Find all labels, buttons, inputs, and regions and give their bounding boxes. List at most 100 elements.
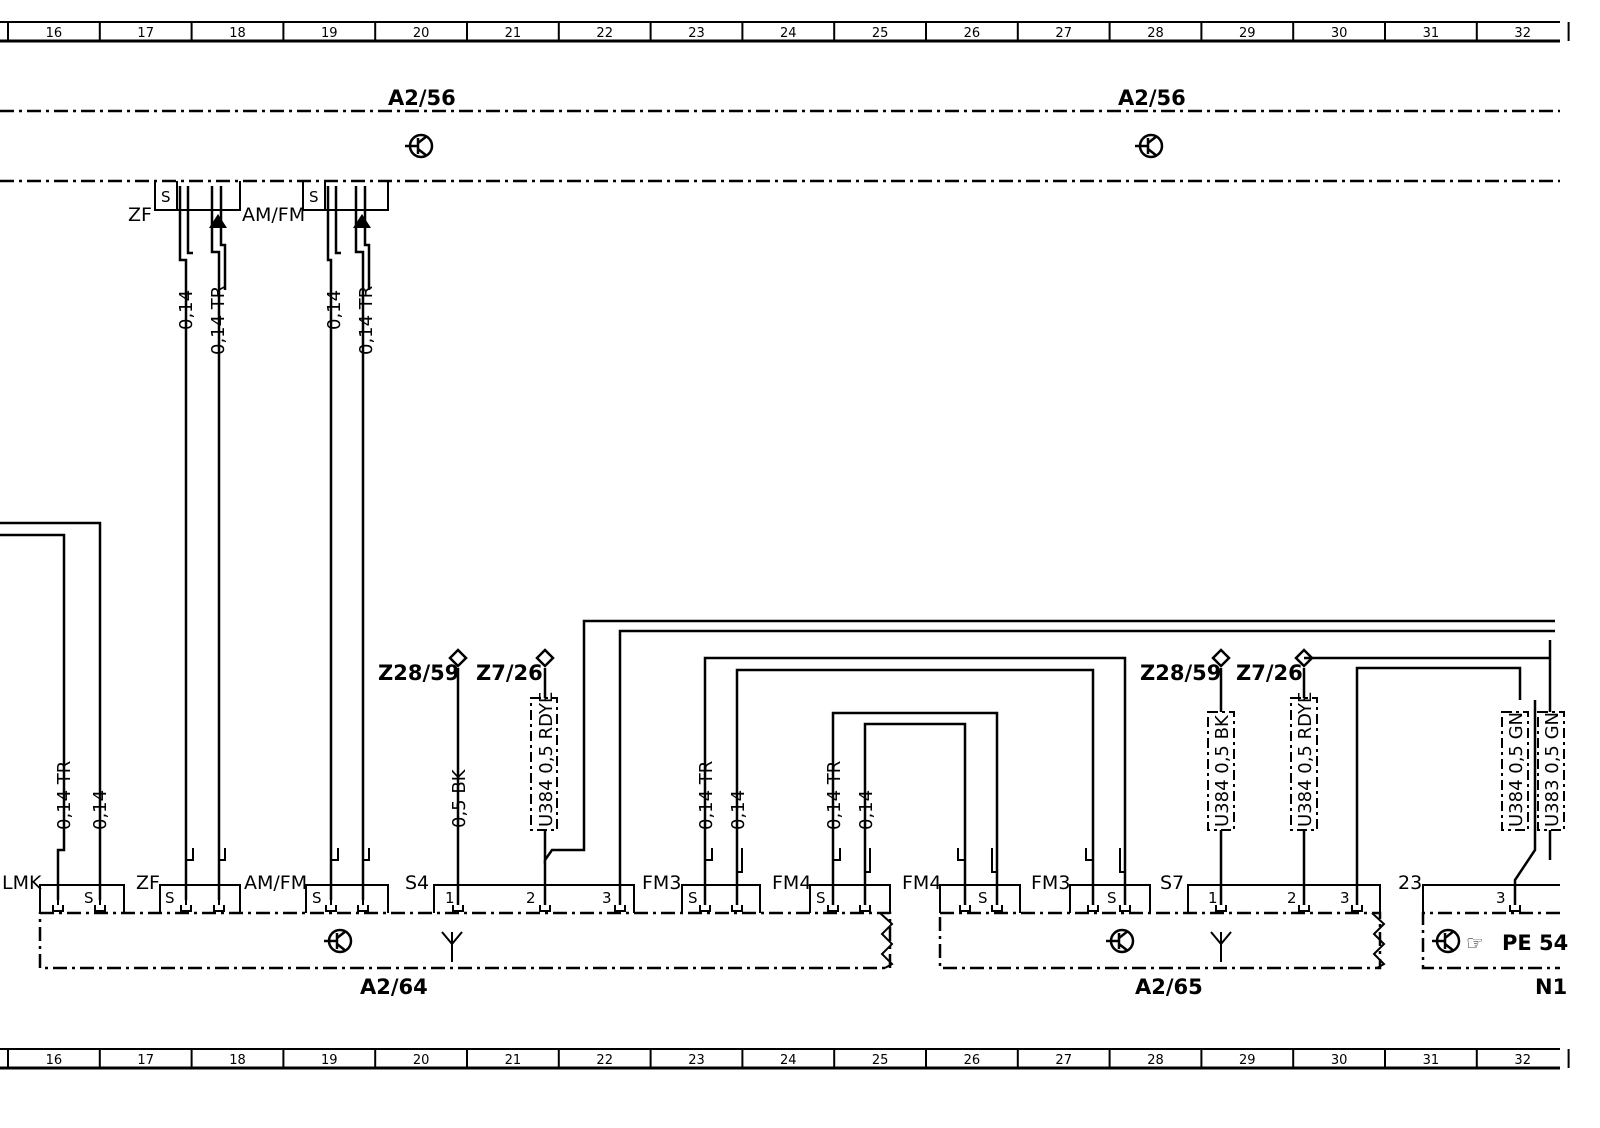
left-wires <box>0 521 102 900</box>
a264-fm3-w1: 0,14 TR <box>696 761 717 830</box>
unit-n1: 23 3 N1 ☞ PE 54 <box>1398 872 1568 999</box>
a264-fm4-w2: 0,14 <box>856 790 877 830</box>
a264-shield-lmk: S <box>84 889 94 907</box>
a264-wires <box>456 619 1555 905</box>
a264-conn-amfm: AM/FM <box>244 872 307 894</box>
antenna-icon <box>1210 931 1232 962</box>
a264-gnd-b: Z7/26 <box>476 661 543 685</box>
pin-terminal <box>1119 905 1131 912</box>
pin-terminal <box>1215 905 1227 912</box>
a264-wire-u384: U384 0,5 RDYE <box>536 692 557 827</box>
a264-label: A2/64 <box>360 975 428 999</box>
a265-pin-1: 1 <box>1208 889 1218 907</box>
grid-column-number: 17 <box>137 1053 154 1068</box>
a264-wire-bk: 0,5 BK <box>449 768 470 828</box>
grid-column-number: 28 <box>1147 1053 1164 1068</box>
a264-gnd-a: Z28/59 <box>378 661 459 685</box>
grid-column-number: 18 <box>229 1053 246 1068</box>
top-wire-1-label: 0,14 <box>176 290 197 330</box>
transistor-icon <box>324 928 353 954</box>
grid-column-number: 30 <box>1331 1053 1348 1068</box>
left-wire-1-label: 0,14 TR <box>54 761 75 830</box>
a264-conn-lmk: LMK <box>2 872 42 894</box>
ground-icons <box>448 648 1314 668</box>
grid-column-number: 25 <box>872 26 889 41</box>
pin-terminal <box>539 905 551 912</box>
a265-conn-fm3: FM3 <box>1031 872 1070 894</box>
a264-shield-fm4: S <box>816 889 826 907</box>
a264-wire-u384-box <box>530 697 558 831</box>
grid-column-number: 27 <box>1055 1053 1072 1068</box>
a264-conn-fm4: FM4 <box>772 872 811 894</box>
grid-column-number: 24 <box>780 1053 797 1068</box>
diode-icon <box>209 214 371 228</box>
pin-terminal <box>1087 905 1099 912</box>
n1-conn: 23 <box>1398 872 1422 894</box>
transistor-icon <box>1432 928 1461 954</box>
pin-terminal <box>859 905 871 912</box>
n1-wire-gn1: U384 0,5 GN <box>1506 712 1527 827</box>
n1-pin-3: 3 <box>1496 889 1506 907</box>
pin-terminal <box>827 905 839 912</box>
grid-column-number: 26 <box>964 1053 981 1068</box>
a264-fm3-w2: 0,14 <box>728 790 749 830</box>
grid-column-number: 22 <box>596 1053 613 1068</box>
grid-column-number: 32 <box>1514 1053 1531 1068</box>
a264-conn-zf: ZF <box>136 872 160 894</box>
a265-label: A2/65 <box>1135 975 1203 999</box>
top-wires <box>178 186 371 900</box>
n1-label: N1 <box>1535 975 1567 999</box>
a264-pin-3: 3 <box>602 889 612 907</box>
a265-shield-fm3: S <box>1107 889 1117 907</box>
pin-terminal <box>1298 905 1310 912</box>
a264-shield-amfm: S <box>312 889 322 907</box>
grid-column-number: 21 <box>505 26 522 41</box>
top-wire-2-label: 0,14 TR <box>208 286 229 355</box>
grid-column-number: 24 <box>780 26 797 41</box>
pin-terminal <box>452 905 464 912</box>
grid-column-number: 29 <box>1239 26 1256 41</box>
grid-column-number: 20 <box>413 1053 430 1068</box>
grid-column-number: 31 <box>1423 1053 1440 1068</box>
a265-shield-fm4: S <box>978 889 988 907</box>
grid-column-number: 32 <box>1514 26 1531 41</box>
n1-ref: PE 54 <box>1502 931 1568 955</box>
transistor-icon <box>405 133 434 159</box>
n1-wire-gn1-box <box>1501 711 1529 831</box>
pin-terminal <box>94 905 106 912</box>
pin-terminal <box>699 905 711 912</box>
top-wire-4-label: 0,14 TR <box>356 286 377 355</box>
grid-column-number: 29 <box>1239 1053 1256 1068</box>
a265-wires <box>1219 656 1550 905</box>
antenna-icon <box>441 931 463 962</box>
a265-wire-bk-box <box>1207 711 1235 831</box>
shield-brackets <box>57 848 1126 905</box>
a265-conn-fm4: FM4 <box>902 872 941 894</box>
top-unit-label-right: A2/56 <box>1118 86 1186 110</box>
grid-column-number: 19 <box>321 26 338 41</box>
grid-column-number: 19 <box>321 1053 338 1068</box>
a264-shield-zf: S <box>165 889 175 907</box>
top-unit-label-left: A2/56 <box>388 86 456 110</box>
grid-column-number: 27 <box>1055 26 1072 41</box>
grid-column-number: 20 <box>413 26 430 41</box>
a265-wire-rdye: U384 0,5 RDYE <box>1295 692 1316 827</box>
pin-terminal <box>357 905 369 912</box>
top-connector-group-1 <box>154 181 389 211</box>
a265-gnd-a: Z28/59 <box>1140 661 1221 685</box>
grid-column-number: 26 <box>964 26 981 41</box>
pin-terminal <box>614 905 626 912</box>
top-conn-amfm: AM/FM <box>242 204 305 226</box>
pin-terminal <box>991 905 1003 912</box>
a265-wire-bk: U384 0,5 BK <box>1212 714 1233 827</box>
grid-column-number: 18 <box>229 26 246 41</box>
a265-wire-rdye-box <box>1290 697 1318 831</box>
pin-terminal <box>959 905 971 912</box>
unit-a265: A2/65 FM4 FM3 S7 1 2 3 S S <box>902 872 1386 999</box>
pin-terminal <box>52 905 64 912</box>
grid-column-number: 21 <box>505 1053 522 1068</box>
grid-column-number: 22 <box>596 26 613 41</box>
n1-wire-gn2: U383 0,5 GN <box>1542 712 1563 827</box>
